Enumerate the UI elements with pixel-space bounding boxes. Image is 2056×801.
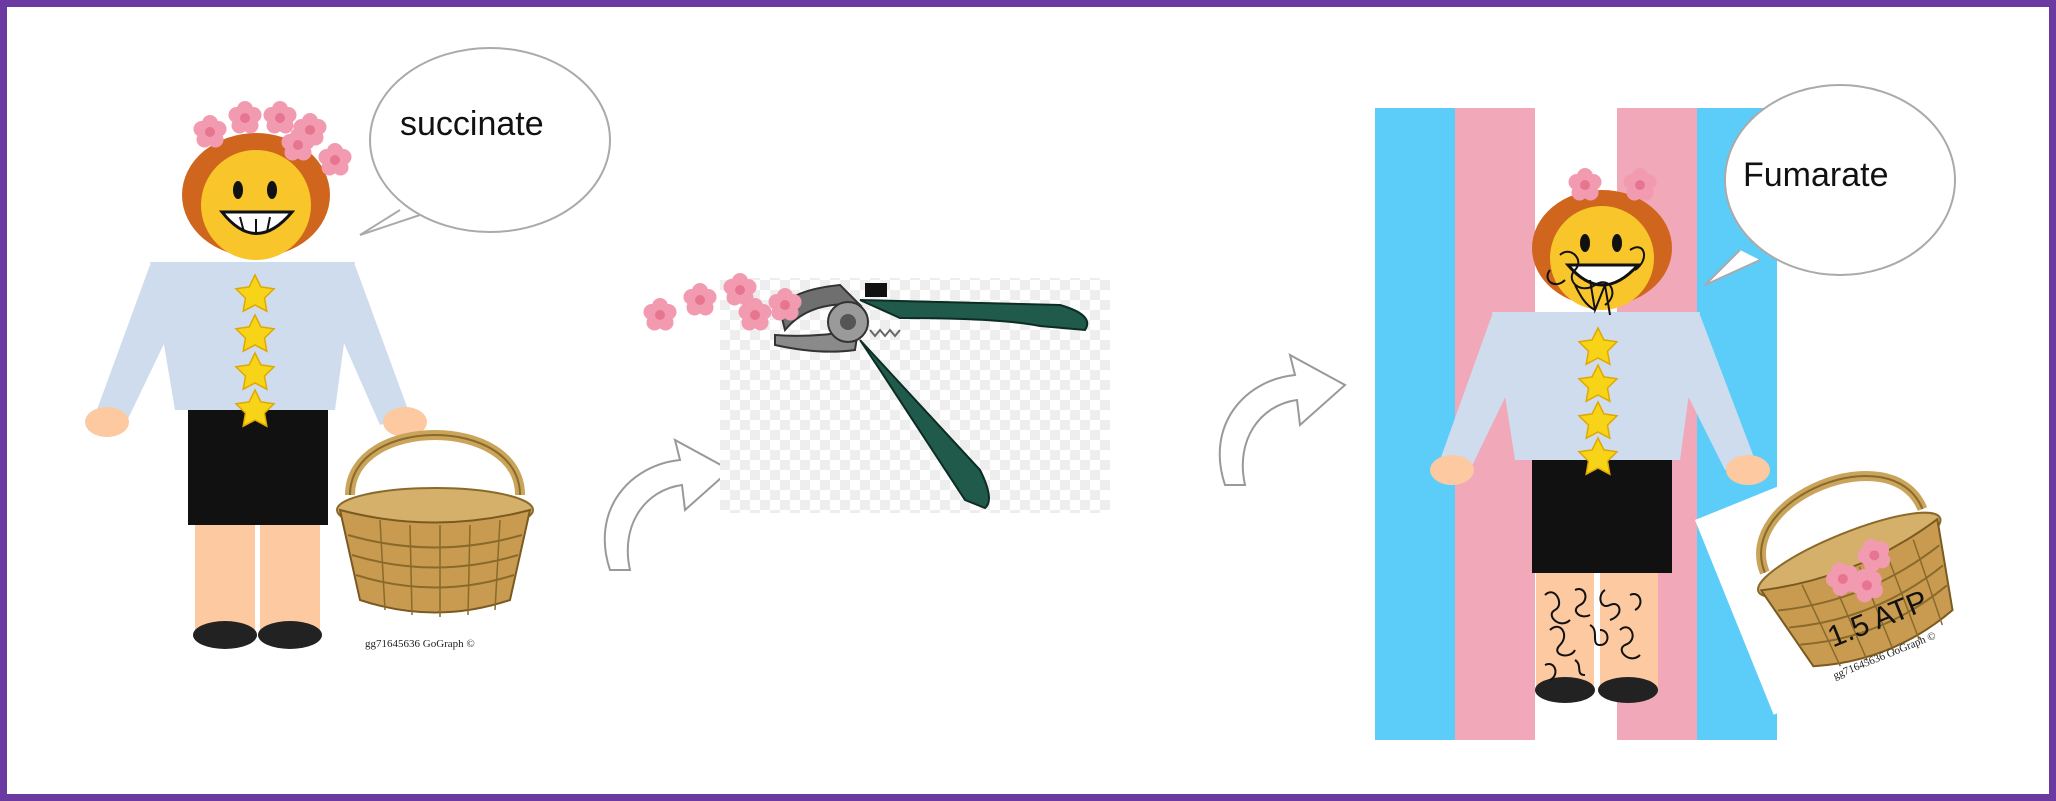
left-speech-text: succinate: [400, 105, 544, 143]
basket-icon: [337, 435, 533, 617]
curved-arrow-icon: [1220, 355, 1345, 485]
right-speech-text: Fumarate: [1743, 156, 1889, 194]
left-basket-credit: gg71645636 GoGraph ©: [365, 638, 475, 650]
curved-arrow-icon: [605, 440, 730, 570]
left-speech-bubble: succinate: [360, 48, 610, 235]
